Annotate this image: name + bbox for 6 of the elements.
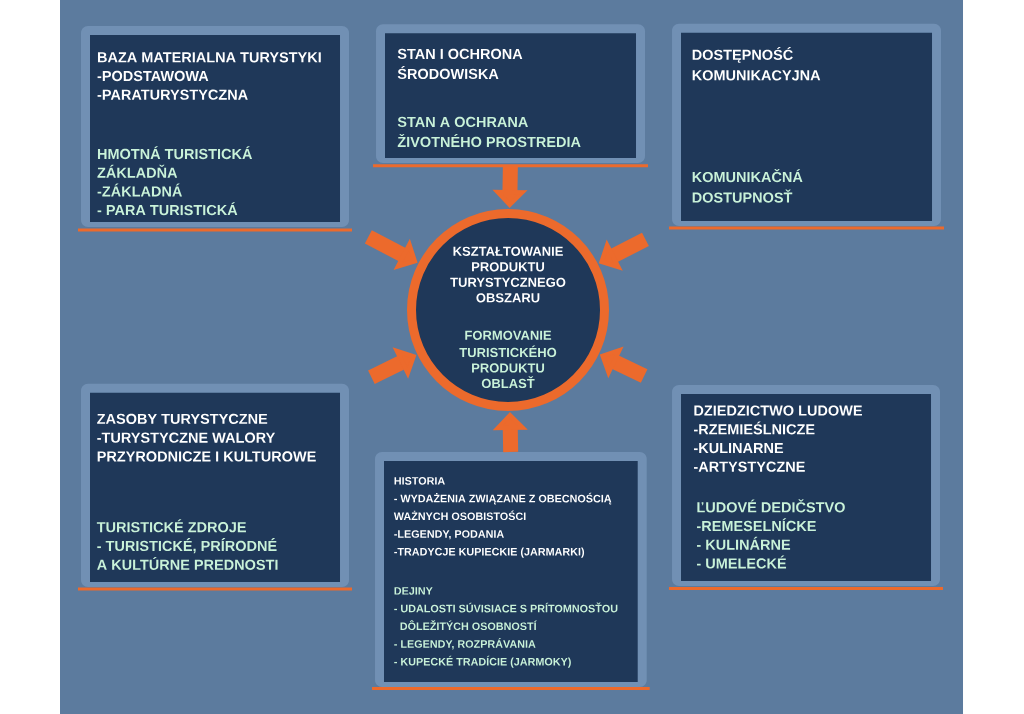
info-box: DZIEDZICTWO LUDOWE -RZEMIEŚLNICZE -KULINARNE -ARTYSTYCZNE ĽUDOVÉ DEDIČSTVO -REMESELNÍCKE - KULINÁRNE - UMELECKÉ [669,385,943,590]
info-box: HISTORIA - WYDAŻENIA ZWIĄZANE Z OBECNOŚCIĄ WAŻNYCH OSOBISTOŚCI -LEGENDY, PODANIA -TRADYCJE KUPIECKIE (JARMARKI) DEJINY - UDALOSTI SÚVISIACE S PRÍTOMNOSŤOU DÔLEŽITÝCH OSOBNOSTÍ - LEGENDY, ROZPRÁVANIA - KUPECKÉ TRADÍCIE (JARMOKY) [372,452,650,691]
info-box: ZASOBY TURYSTYCZNE -TURYSTYCZNE WALORY PRZYRODNICZE I KULTUROWE TURISTICKÉ ZDROJE - TURISTICKÉ, PRÍRODNÉ A KULTÚRNE PREDNOSTI [78,383,352,591]
info-box: STAN I OCHRONA ŚRODOWISKA STAN A OCHRANA ŽIVOTNÉHO PROSTREDIA [373,24,648,168]
info-box: DOSTĘPNOŚĆ KOMUNIKACYJNA KOMUNIKAČNÁ DOSTUPNOSŤ [669,23,944,230]
info-box: BAZA MATERIALNA TURYSTYKI -PODSTAWOWA -PARATURYSTYCZNA HMOTNÁ TURISTICKÁ ZÁKLADŇA -ZÁKLADNÁ - PARA TURISTICKÁ [78,26,352,232]
